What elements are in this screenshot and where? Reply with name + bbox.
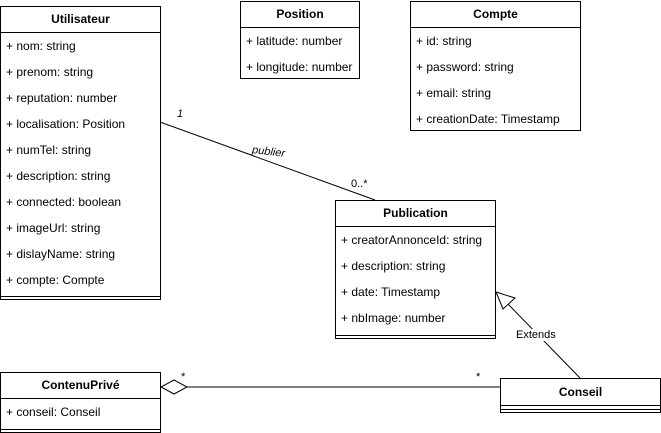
attribute: + id: string bbox=[416, 34, 472, 48]
class-contenu-prive[interactable]: ContenuPrivé + conseil: Conseil bbox=[0, 372, 161, 433]
aggregation-target-multiplicity: * bbox=[476, 371, 481, 383]
attribute: + latitude: number bbox=[246, 34, 343, 48]
class-name-publication: Publication bbox=[336, 201, 495, 227]
attribute: + email: string bbox=[416, 86, 492, 100]
generalization-arrow-icon bbox=[495, 291, 516, 310]
class-name-contenu-prive: ContenuPrivé bbox=[1, 373, 160, 399]
publier-source-multiplicity: 1 bbox=[177, 108, 184, 120]
attribute: + localisation: Position bbox=[6, 117, 126, 131]
attribute: + nom: string bbox=[6, 39, 76, 53]
class-conseil[interactable]: Conseil bbox=[500, 378, 661, 413]
class-name-utilisateur: Utilisateur bbox=[1, 7, 160, 33]
attribute: + numTel: string bbox=[6, 143, 92, 157]
class-name-conseil: Conseil bbox=[501, 379, 660, 406]
methods-separator bbox=[501, 409, 660, 410]
aggregation-source-multiplicity: * bbox=[181, 371, 186, 383]
class-position[interactable]: Position + latitude: number + longitude:… bbox=[240, 1, 360, 79]
class-name-compte: Compte bbox=[411, 2, 580, 28]
methods-separator bbox=[1, 296, 160, 297]
attribute: + reputation: number bbox=[6, 91, 118, 105]
attribute: + compte: Compte bbox=[6, 273, 105, 287]
attribute: + nbImage: number bbox=[341, 311, 446, 325]
attribute: + dislayName: string bbox=[6, 247, 116, 261]
class-publication[interactable]: Publication + creatorAnnonceId: string +… bbox=[335, 200, 496, 339]
attribute: + description: string bbox=[341, 259, 446, 273]
methods-separator bbox=[336, 335, 495, 336]
class-name-position: Position bbox=[241, 2, 359, 28]
attribute: + date: Timestamp bbox=[341, 285, 441, 299]
aggregation-diamond-icon bbox=[159, 379, 189, 395]
attribute: + imageUrl: string bbox=[6, 221, 101, 235]
attribute: + creationDate: Timestamp bbox=[416, 112, 560, 126]
class-compte[interactable]: Compte + id: string + password: string +… bbox=[410, 1, 581, 131]
attribute: + connected: boolean bbox=[6, 195, 122, 209]
publier-target-multiplicity: 0..* bbox=[351, 178, 368, 190]
attribute: + password: string bbox=[416, 60, 514, 74]
attribute: + creatorAnnonceId: string bbox=[341, 233, 483, 247]
attribute: + conseil: Conseil bbox=[6, 405, 101, 419]
methods-separator bbox=[1, 429, 160, 430]
publier-association-line[interactable] bbox=[159, 121, 376, 201]
extends-label: Extends bbox=[516, 329, 556, 341]
attribute: + longitude: number bbox=[246, 60, 353, 74]
attribute: + description: string bbox=[6, 169, 111, 183]
class-utilisateur[interactable]: Utilisateur + nom: string + prenom: stri… bbox=[0, 6, 161, 300]
attribute: + prenom: string bbox=[6, 65, 94, 79]
